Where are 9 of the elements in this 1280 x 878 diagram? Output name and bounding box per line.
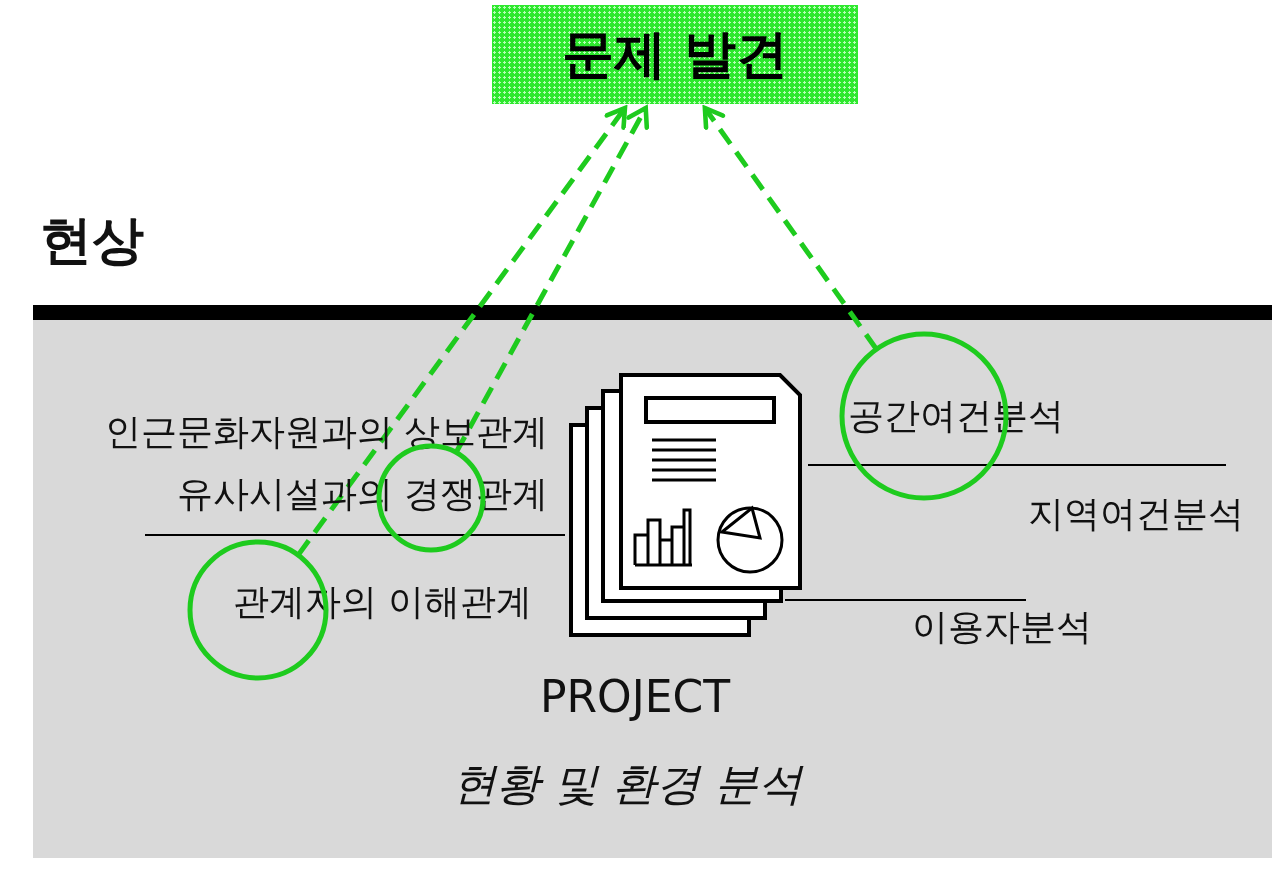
caption-label: 현황 및 환경 분석	[452, 760, 802, 809]
project-label: PROJECT	[540, 673, 731, 722]
dashed-arrow	[453, 105, 650, 454]
dashed-arrow	[296, 105, 628, 557]
section-heading: 현상	[40, 212, 144, 270]
dashed-arrow	[702, 105, 879, 351]
item-label: 지역여건분석	[1028, 494, 1244, 534]
item-label: 인근문화자원과의 상보관계	[104, 412, 548, 452]
item-label: 이용자분석	[912, 607, 1092, 647]
